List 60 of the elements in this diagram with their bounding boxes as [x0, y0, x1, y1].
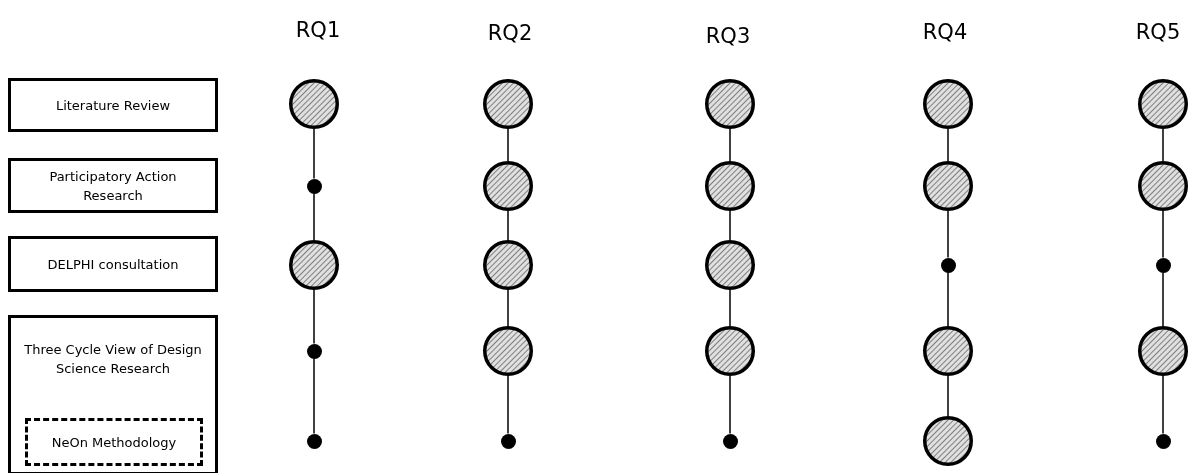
- connector-line: [729, 210, 731, 241]
- hatched-circle: [483, 326, 533, 376]
- method-name: Three Cycle View of Design Science Research: [23, 341, 203, 378]
- hatched-circle: [1138, 326, 1188, 376]
- connector-line: [313, 357, 315, 435]
- column-heading: RQ1: [295, 18, 341, 42]
- dot: [722, 433, 738, 449]
- column-heading: RQ4: [922, 20, 968, 44]
- dashed-method-box: [25, 418, 203, 466]
- connector-line: [507, 210, 509, 241]
- connector-line: [947, 128, 949, 162]
- dot: [306, 343, 322, 359]
- hatched-circle: [923, 416, 973, 466]
- connector-line: [729, 128, 731, 162]
- dot: [1155, 433, 1171, 449]
- connector-line: [947, 210, 949, 259]
- connector-line: [507, 128, 509, 162]
- hatched-circle: [923, 161, 973, 211]
- hatched-circle: [1138, 161, 1188, 211]
- connector-line: [1162, 210, 1164, 259]
- hatched-circle: [289, 240, 339, 290]
- column-heading: RQ3: [705, 24, 751, 48]
- method-name: Literature Review: [55, 96, 171, 115]
- hatched-circle: [923, 326, 973, 376]
- hatched-circle: [705, 240, 755, 290]
- dot: [306, 178, 322, 194]
- connector-line: [729, 289, 731, 327]
- connector-line: [1162, 128, 1164, 162]
- hatched-circle: [483, 240, 533, 290]
- method-name: NeOn Methodology: [51, 433, 177, 452]
- connector-line: [947, 271, 949, 327]
- method-name: Participatory Action Research: [48, 167, 178, 205]
- hatched-circle: [923, 79, 973, 129]
- dot: [940, 257, 956, 273]
- hatched-circle: [289, 79, 339, 129]
- connector-line: [313, 289, 315, 345]
- hatched-circle: [1138, 79, 1188, 129]
- connector-line: [947, 375, 949, 417]
- connector-line: [1162, 271, 1164, 327]
- connector-line: [507, 375, 509, 435]
- method-box: [8, 158, 218, 213]
- hatched-circle: [483, 79, 533, 129]
- connector-line: [507, 289, 509, 327]
- method-name: DELPHI consultation: [47, 255, 179, 274]
- connector-line: [1162, 375, 1164, 435]
- hatched-circle: [705, 161, 755, 211]
- column-heading: RQ2: [487, 21, 533, 45]
- method-box: [8, 315, 218, 473]
- method-box: [8, 236, 218, 292]
- connector-line: [313, 128, 315, 180]
- connector-line: [313, 192, 315, 241]
- dot: [306, 433, 322, 449]
- connector-line: [729, 375, 731, 435]
- dot: [500, 433, 516, 449]
- hatched-circle: [705, 79, 755, 129]
- hatched-circle: [483, 161, 533, 211]
- dot: [1155, 257, 1171, 273]
- hatched-circle: [705, 326, 755, 376]
- method-box: [8, 78, 218, 132]
- column-heading: RQ5: [1135, 20, 1181, 44]
